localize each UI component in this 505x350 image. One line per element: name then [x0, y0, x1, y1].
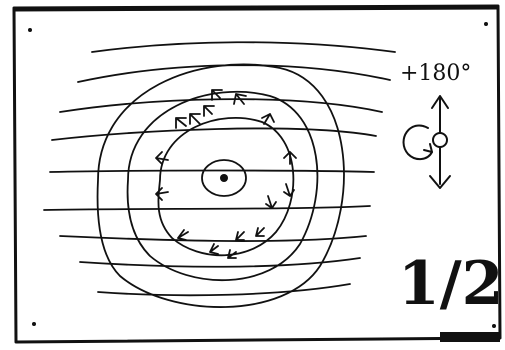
- vertical-double-arrow-icon: [430, 96, 450, 188]
- rotation-arrow-icon: [404, 125, 432, 159]
- field-lines: [44, 42, 395, 295]
- center-point: [220, 174, 228, 182]
- fraction-label: 1/2: [398, 249, 503, 319]
- angle-label: +180°: [400, 61, 471, 86]
